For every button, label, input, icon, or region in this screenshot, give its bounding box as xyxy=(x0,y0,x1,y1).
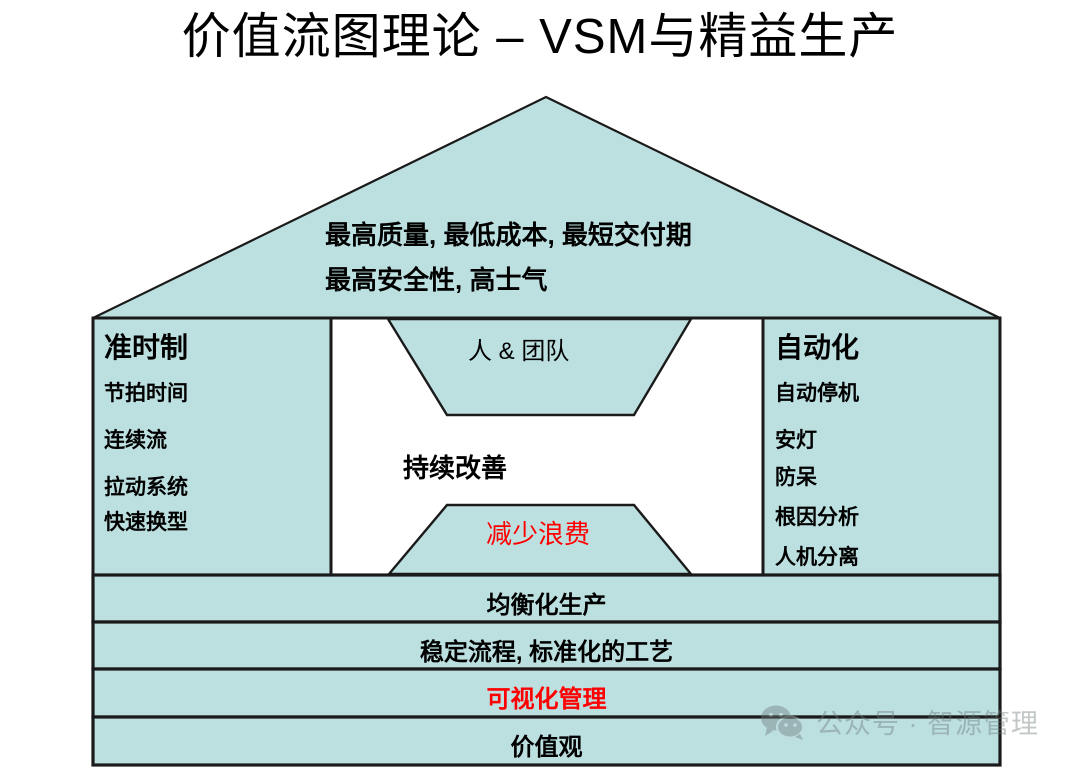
foundation-bar-2-shape xyxy=(91,667,1002,719)
center-continuous-improvement-label: 持续改善 xyxy=(403,453,508,483)
center-bottom-trapezoid-label: 减少浪费 xyxy=(486,519,591,549)
foundation-bar-label-visual-management: 可视化管理 xyxy=(486,686,607,713)
left-pillar-item-continuous-flow: 连续流 xyxy=(104,429,167,452)
page-title: 价值流图理论 – VSM与精益生产 xyxy=(181,10,899,64)
right-pillar-item-man-machine-separation: 人机分离 xyxy=(775,546,859,569)
right-pillar-item-andon: 安灯 xyxy=(775,429,817,452)
foundation-bar-0-shape xyxy=(91,573,1002,624)
left-pillar-item-takt-time: 节拍时间 xyxy=(104,382,188,405)
foundation-bar-label-values: 价值观 xyxy=(510,734,583,761)
center-top-trapezoid-label: 人 & 团队 xyxy=(468,338,570,365)
left-pillar-heading: 准时制 xyxy=(104,332,189,363)
foundation-bar-3-shape xyxy=(91,715,1002,767)
foundation-bar-1-shape xyxy=(91,620,1002,671)
left-pillar-shape xyxy=(91,316,333,577)
right-pillar-heading: 自动化 xyxy=(775,332,860,363)
roof-goal-line-1: 最高质量, 最低成本, 最短交付期 xyxy=(325,220,692,250)
right-pillar-item-auto-stop: 自动停机 xyxy=(775,382,859,405)
right-pillar-item-root-cause-analysis: 根因分析 xyxy=(775,506,859,529)
foundation-bar-label-heijunka: 均衡化生产 xyxy=(486,592,607,619)
left-pillar-item-pull-system: 拉动系统 xyxy=(104,476,188,499)
roof-goal-line-2: 最高安全性, 高士气 xyxy=(325,265,548,295)
top-trapezoid-shape xyxy=(385,317,694,417)
left-pillar-item-quick-changeover: 快速换型 xyxy=(104,511,188,534)
foundation-bar-label-stable-standardized: 稳定流程, 标准化的工艺 xyxy=(419,639,674,666)
right-pillar-item-poka-yoke: 防呆 xyxy=(775,466,817,489)
